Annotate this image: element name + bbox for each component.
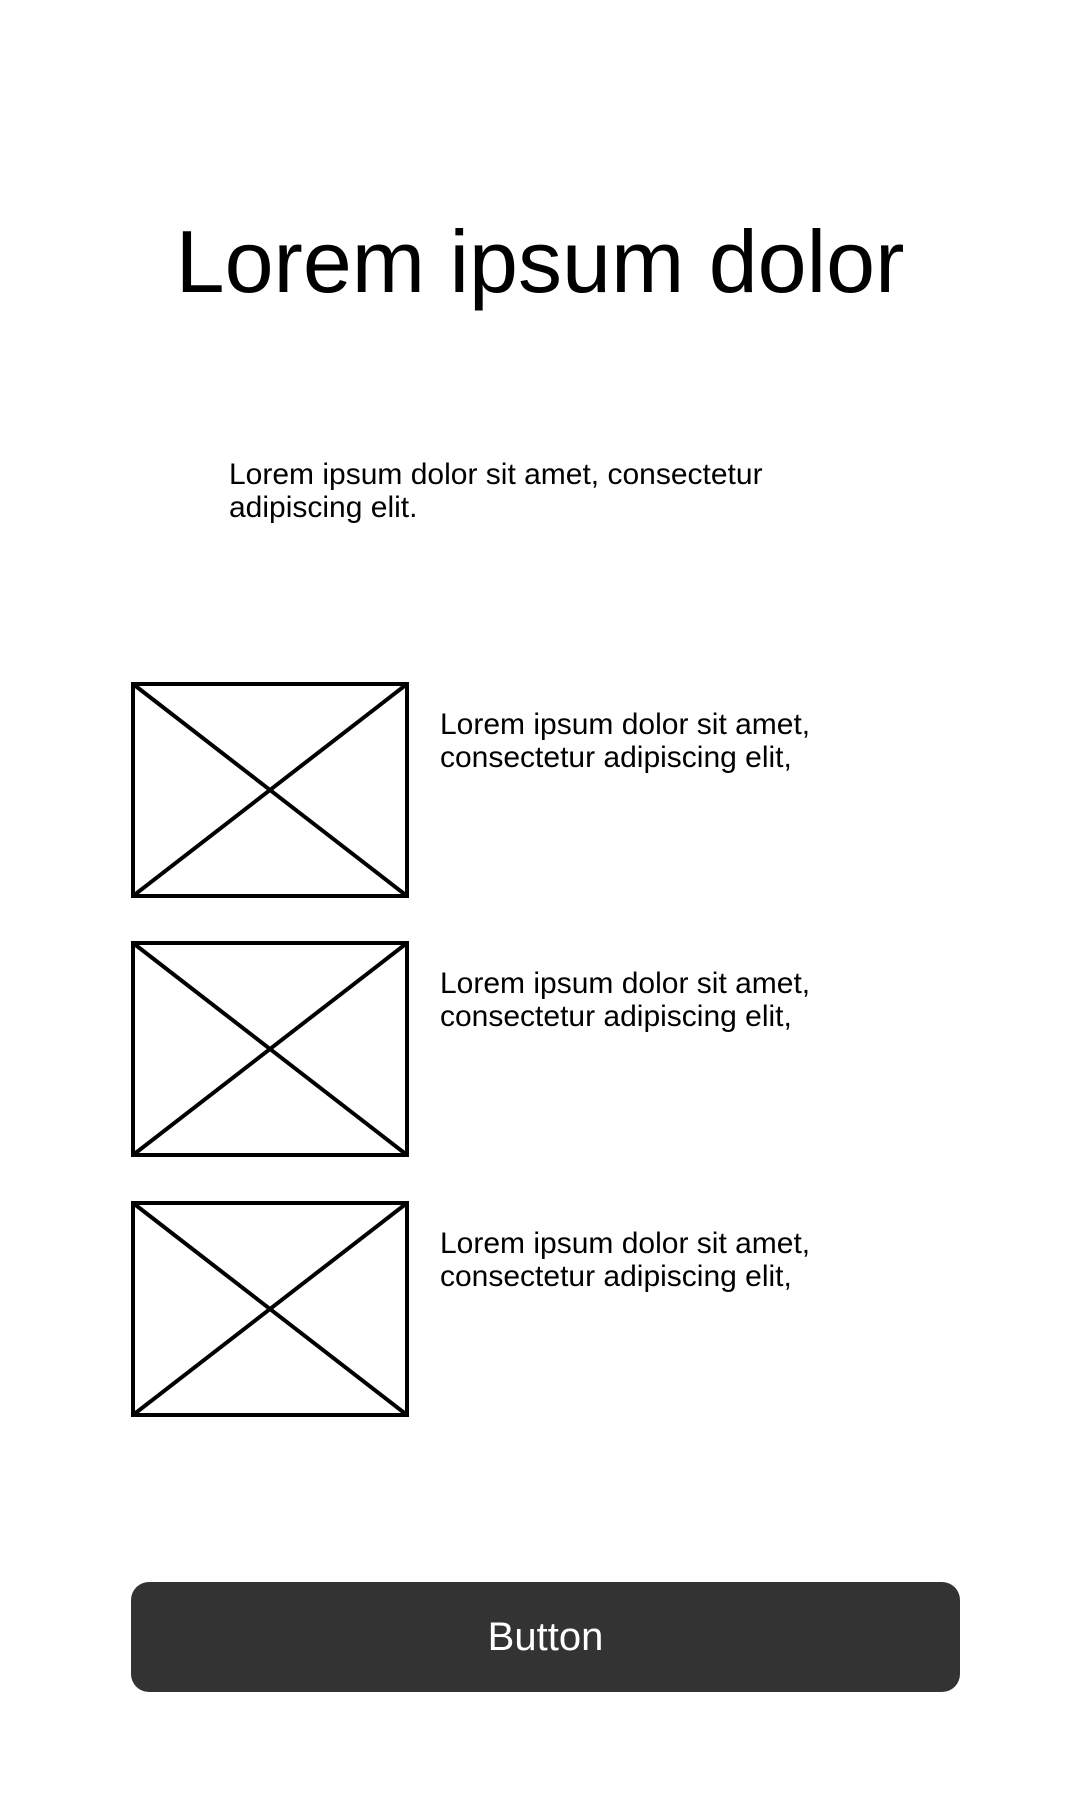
primary-button[interactable]: Button — [131, 1582, 960, 1692]
list-item-text: Lorem ipsum dolor sit amet, consectetur … — [440, 708, 811, 774]
list-item: Lorem ipsum dolor sit amet, consectetur … — [131, 941, 951, 1157]
image-placeholder-icon — [131, 1201, 409, 1417]
image-placeholder-icon — [131, 682, 409, 898]
image-placeholder-icon — [131, 941, 409, 1157]
page-title: Lorem ipsum dolor — [175, 212, 905, 311]
list-item-text: Lorem ipsum dolor sit amet, consectetur … — [440, 967, 811, 1033]
list-item: Lorem ipsum dolor sit amet, consectetur … — [131, 1201, 951, 1417]
list-item-text: Lorem ipsum dolor sit amet, consectetur … — [440, 1227, 811, 1293]
list-item: Lorem ipsum dolor sit amet, consectetur … — [131, 682, 951, 898]
intro-text: Lorem ipsum dolor sit amet, consectetur … — [229, 458, 763, 524]
